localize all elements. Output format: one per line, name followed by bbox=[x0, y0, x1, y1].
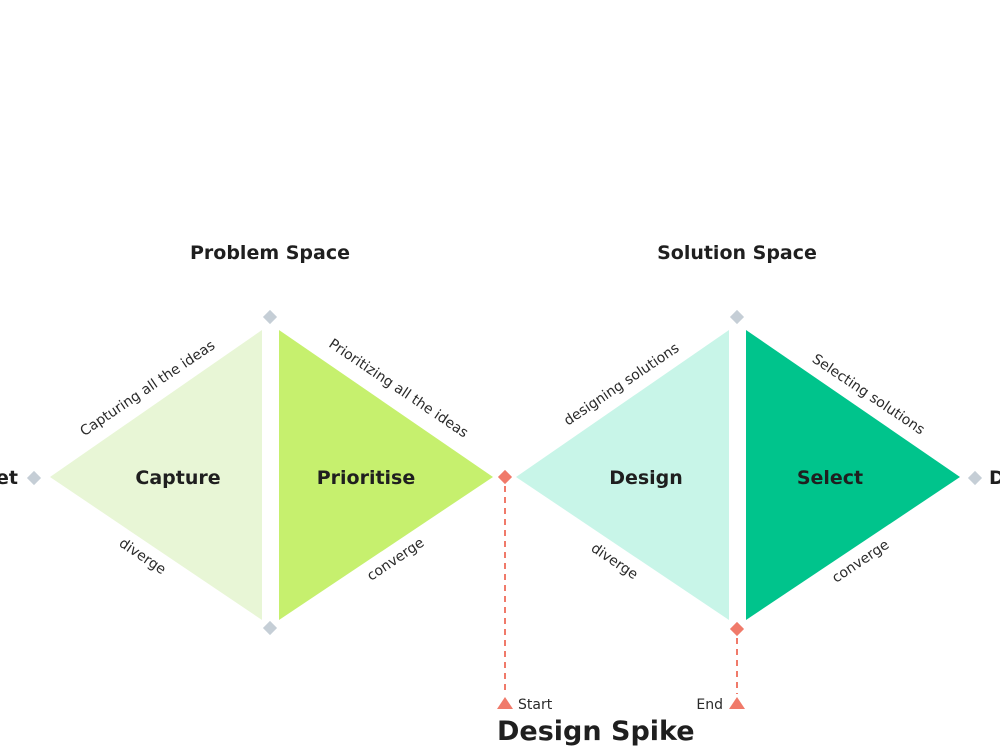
spike-end-label: End bbox=[696, 697, 723, 713]
spike-start-triangle-icon bbox=[497, 697, 513, 709]
solution-space-title: Solution Space bbox=[657, 242, 817, 264]
capture-triangle bbox=[50, 330, 262, 620]
right-end-node-icon bbox=[967, 470, 983, 486]
design-triangle bbox=[516, 330, 729, 620]
solution-top-node-icon bbox=[729, 309, 745, 325]
spike-start-node-icon bbox=[497, 469, 513, 485]
spike-end-triangle-icon bbox=[729, 697, 745, 709]
spike-start-label: Start bbox=[518, 697, 553, 713]
right-cut-label: D bbox=[989, 467, 1000, 489]
problem-top-node-icon bbox=[262, 309, 278, 325]
spike-end-node-icon bbox=[729, 621, 745, 637]
design-spike-title: Design Spike bbox=[497, 716, 695, 747]
left-cut-label: et bbox=[0, 467, 18, 489]
select-label: Select bbox=[797, 467, 863, 489]
capture-label: Capture bbox=[135, 467, 220, 489]
problem-space-title: Problem Space bbox=[190, 242, 350, 264]
problem-bottom-node-icon bbox=[262, 620, 278, 636]
left-end-node-icon bbox=[26, 470, 42, 486]
select-triangle bbox=[746, 330, 960, 620]
prioritise-triangle bbox=[279, 330, 493, 620]
prioritise-label: Prioritise bbox=[317, 467, 416, 489]
design-label: Design bbox=[609, 467, 683, 489]
